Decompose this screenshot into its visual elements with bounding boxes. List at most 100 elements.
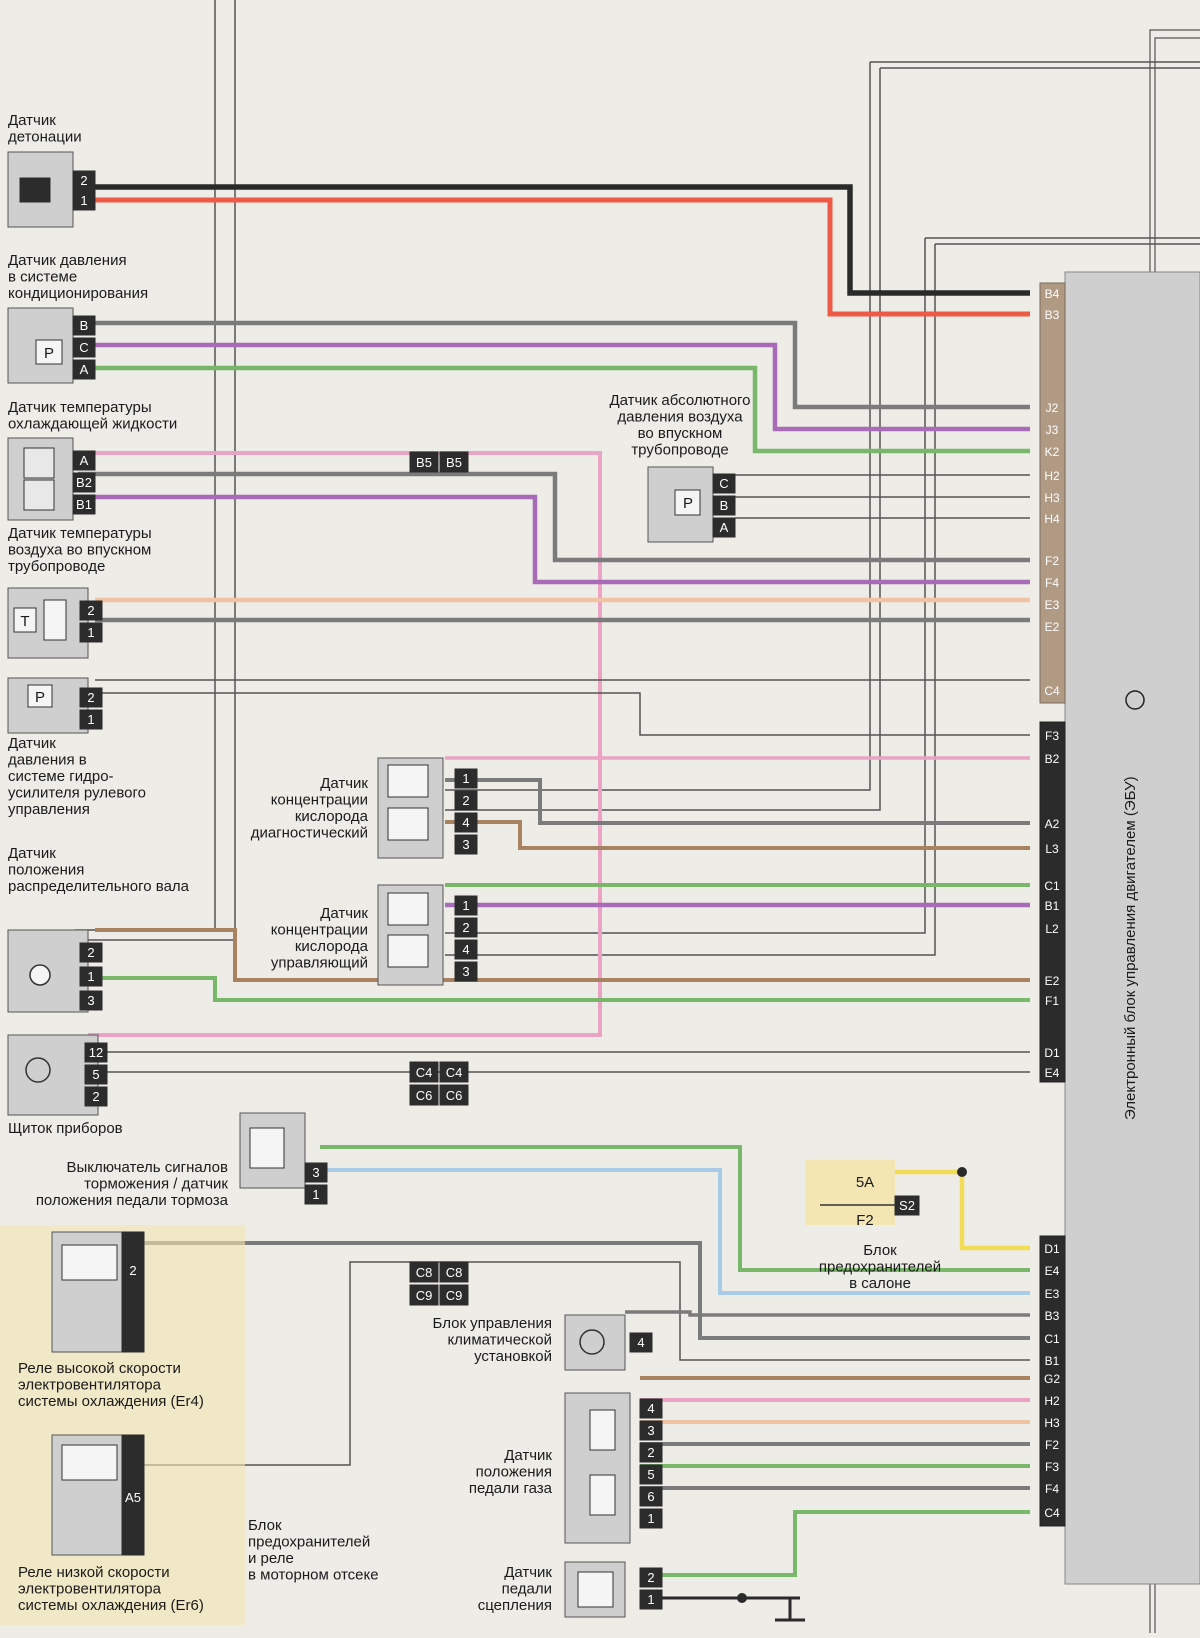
connector-pin-label: 3 [462,964,469,979]
inline-connector-c9-label: C9 [416,1288,433,1303]
wire-coolant-b2 [78,471,1030,563]
connector-pin [84,1042,108,1063]
wire-cam-2 [95,928,1030,982]
ecu-pin: J2 [1046,401,1059,415]
wire-ac-b [78,320,1030,410]
inline-connector-c4-label: C4 [446,1065,463,1080]
wire-brake-1 [320,1168,1030,1295]
connector-pin-label: 6 [647,1489,654,1504]
ecu-pin: F4 [1045,576,1059,590]
ecu-pin: A2 [1045,817,1060,831]
climate-unit-pin-label: 4 [637,1335,644,1350]
connector-pin [454,834,478,855]
connector-pin [712,517,736,538]
pedal-gas-label: педали газа [469,1480,553,1497]
wire-knock-2 [78,184,1030,296]
relay-high-connector [121,1231,145,1353]
cabin-fuse-rating: 5A [856,1174,874,1191]
brake-switch-label: положения педали тормоза [36,1192,229,1209]
o2-diag-heater-icon [387,807,429,841]
wire-coolant-a [78,451,602,1037]
connector-pin [639,1567,663,1588]
connector-pin-label: B [80,318,89,333]
connector-pin [79,942,103,963]
map-sensor-label: Датчик абсолютного [609,392,750,409]
inline-connector-c8 [409,1261,439,1283]
climate-unit-icon [579,1329,605,1355]
connector-pin [84,1086,108,1107]
ecu-connector-top [1039,282,1066,704]
inline-connector-c9 [439,1284,469,1306]
ecu-pin: F2 [1045,554,1059,568]
connector-pin [454,790,478,811]
connector-pin [304,1162,328,1183]
map-sensor-label: трубопроводе [631,442,728,459]
connector-pin [79,622,103,643]
connector-pin-label: 1 [87,712,94,727]
ecu-pin: B3 [1045,308,1060,322]
iat-resistor-icon [43,599,67,641]
cabin-fuse-pin [894,1195,920,1216]
ecu-pin: E3 [1045,1287,1060,1301]
ecu-pin: F3 [1045,1460,1059,1474]
o2-diag-label: диагностический [251,825,368,842]
ac-pressure-label: кондиционирования [8,285,148,302]
knock-sensor-icon [19,177,51,203]
connector-pin [72,472,96,493]
connector-pin [454,768,478,789]
connector-pin-label: C [719,476,728,491]
wire-ac-a [78,365,1030,454]
wire-knock-1 [78,197,1030,317]
connector-pin-label: B1 [76,497,92,512]
iat-label: Датчик температуры [8,525,152,542]
ps-pressure-label: управления [8,801,90,818]
ecu-pin: E2 [1045,974,1060,988]
o2-control-label: Датчик [320,905,368,922]
inline-connector-b5 [439,451,469,473]
connector-pin-label: 1 [647,1592,654,1607]
iat-label: воздуха во впускном [8,542,151,559]
wire-relay-high [137,1241,1030,1340]
cam-position-label: положения [8,862,84,879]
engine-fusebox-label: и реле [248,1550,294,1567]
cabin-fusebox-label: Блок [863,1242,897,1259]
inline-connector-c9-label: C9 [446,1288,463,1303]
connector-pin-label: 1 [80,193,87,208]
relay-high-label: системы охлаждения (Er4) [18,1393,204,1410]
connector-pin-label: 4 [462,815,469,830]
ecu-body [1064,271,1200,1585]
ecu-pin: G2 [1044,1372,1060,1386]
ecu-title: Электронный блок управления двигателем (… [1122,776,1139,1120]
coolant-temp-icon [23,479,55,511]
ecu-pin: H4 [1044,512,1060,526]
wire-junction [737,1593,747,1603]
connector-pin [639,1589,663,1610]
connector-pin [79,709,103,730]
o2-diag-label: Датчик [320,775,368,792]
inline-connector-c4 [439,1061,469,1083]
connector-pin [639,1486,663,1507]
clutch-sensor-label: сцепления [478,1597,552,1614]
ecu-pin: B3 [1045,1309,1060,1323]
ecu-pin: B4 [1045,287,1060,301]
inline-connector-b5 [409,451,439,473]
o2-control-label: концентрации [271,922,368,939]
connector-pin [72,190,96,211]
connector-pin [79,600,103,621]
connector-pin-label: 1 [462,898,469,913]
knock-sensor-label: Датчик [8,112,56,129]
ecu-pin: L2 [1045,922,1059,936]
inline-connector-c8 [439,1261,469,1283]
instrument-panel-icon [25,1057,51,1083]
relay-low-label: электровентилятора [18,1581,162,1598]
ecu-pin: E2 [1045,620,1060,634]
climate-unit-label: установкой [474,1348,552,1365]
connector-pin [639,1420,663,1441]
coolant-temp-icon [23,447,55,479]
connector-pin-label: 2 [87,945,94,960]
ps-pressure-label: давления в [8,752,87,769]
thin-wire-o2c [445,238,926,934]
wire-climate [625,1310,1030,1317]
pedal-gas-track-2-icon [589,1474,616,1516]
connector-pin-label: 2 [80,173,87,188]
